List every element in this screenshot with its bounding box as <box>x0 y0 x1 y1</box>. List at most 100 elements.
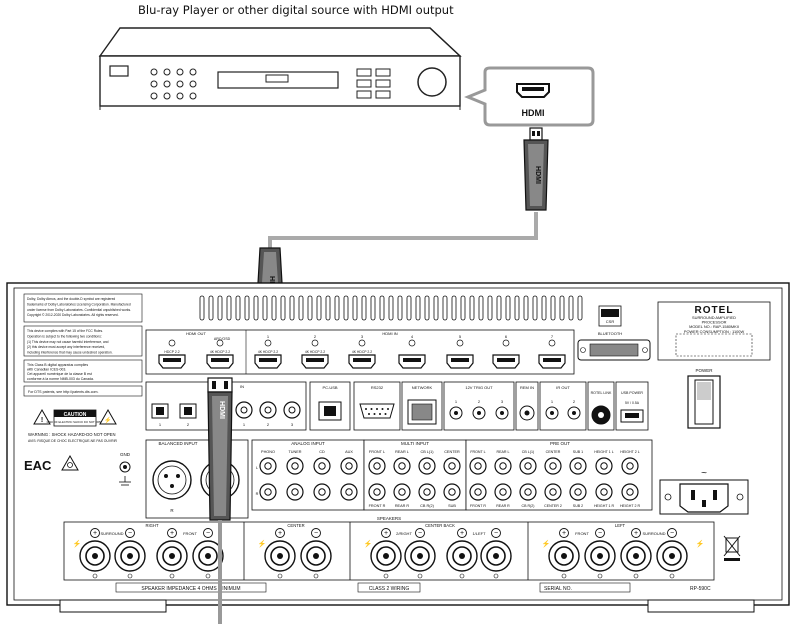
polarity-sign: + <box>384 530 388 537</box>
multi-top-label: CB L(1) <box>420 450 434 454</box>
multi-bottom-label: REAR R <box>395 504 410 508</box>
player-button <box>176 68 184 76</box>
player-button <box>150 92 158 100</box>
analog-column-label: CD <box>319 450 325 454</box>
hdmi-port-screw <box>311 339 319 347</box>
fcc-text-line: Operation is subject to the following tw… <box>27 334 102 338</box>
pc-usb-label: PC-USB <box>322 385 337 390</box>
coax-number: 1 <box>243 422 246 427</box>
speaker-post-hole <box>277 553 283 559</box>
ir-port-pin <box>572 411 576 415</box>
rca-jack-pin <box>264 488 272 496</box>
speaker-post-screw <box>92 573 98 579</box>
hdmi-in-number: 3 <box>361 334 364 339</box>
rs232-pin <box>370 408 373 410</box>
vent-slot <box>289 295 295 321</box>
balanced-input-section: BALANCED INPUT RL <box>145 439 249 519</box>
preout-bottom-label: REAR R <box>496 504 510 508</box>
speaker-sub-label: 2/RIGHT <box>396 531 412 536</box>
hdmi-port-screw <box>264 339 272 347</box>
speaker-post-hole <box>459 553 465 559</box>
rca-jack-pin <box>398 488 406 496</box>
speaker-post-screw <box>205 573 211 579</box>
preout-top-label: HEIGHT 1 L <box>594 450 614 454</box>
multi-top-label: REAR L <box>395 450 409 454</box>
polarity-sign: − <box>206 530 210 537</box>
preout-top-label: CENTER <box>546 450 561 454</box>
rca-jack-pin <box>423 462 431 470</box>
hdcp-label: 4K HDCP 2.2 <box>352 350 372 354</box>
canada-text-line: This Class B digital apparatus complies <box>27 363 88 367</box>
dolby-text-line: Copyright © 2012-2020 Dolby Laboratories… <box>27 313 119 317</box>
speaker-post-screw <box>383 573 389 579</box>
ac-inlet: ~ <box>659 468 749 515</box>
speaker-post-screw <box>669 573 675 579</box>
preout-top-label: REAR L <box>497 450 510 454</box>
vent-slot <box>460 295 466 321</box>
brand-label: ROTEL <box>695 305 734 316</box>
speaker-post-hole <box>127 553 133 559</box>
speaker-post-screw <box>561 573 567 579</box>
vent-slot <box>541 295 547 321</box>
rs232-pin <box>384 413 387 415</box>
speaker-group-label: LEFT <box>615 523 626 528</box>
xlr-port-inner <box>157 465 187 495</box>
hdmi-port-screw <box>548 339 556 347</box>
vent-slot <box>496 295 502 321</box>
hdmi-port-pins <box>543 358 561 362</box>
rca-jack-pin <box>345 462 353 470</box>
speaker-post-hole <box>92 553 98 559</box>
vent-slot <box>424 295 430 321</box>
plus-icon <box>559 528 569 538</box>
vent-slot <box>451 295 457 321</box>
speaker-post-screw <box>459 573 465 579</box>
player-button <box>176 92 184 100</box>
ir-number: 1 <box>551 399 554 404</box>
rca-jack-pin <box>318 462 326 470</box>
rca-jack-pin <box>499 488 507 496</box>
hdmi-port-screw <box>358 339 366 347</box>
xlr-channel-label: R <box>170 508 174 513</box>
vent-slot <box>550 295 556 321</box>
xlr-pin <box>176 474 180 478</box>
rs232-pin <box>376 408 378 410</box>
polarity-sign: − <box>494 530 498 537</box>
vent-slot <box>226 295 232 321</box>
vent-slot <box>361 295 367 321</box>
hdmi-port-screw <box>168 339 176 347</box>
hdmi-in-number: 2 <box>314 334 317 339</box>
speaker-post-screw <box>493 573 499 579</box>
trig-port-pin <box>500 411 504 415</box>
canada-text-line: conforme à la norme NMB-003 du Canada. <box>27 377 94 381</box>
vent-slots <box>199 295 583 321</box>
bluray-player <box>98 27 462 110</box>
plus-icon <box>457 528 467 538</box>
minus-icon <box>491 528 501 538</box>
plus-icon <box>631 528 641 538</box>
hazard-icon: ⚡ <box>364 539 373 548</box>
rca-jack-pin <box>373 488 381 496</box>
trig-port-pin <box>454 411 458 415</box>
speaker-post-screw <box>277 573 283 579</box>
canada-text-line: with Canadian ICES-003. <box>27 368 66 372</box>
ir-label: IR OUT <box>556 385 570 390</box>
player-key <box>375 79 391 88</box>
hdmi-in-number: 5 <box>459 334 462 339</box>
preout-top-label: HEIGHT 2 L <box>620 450 640 454</box>
rca-jack-pin <box>474 488 482 496</box>
player-button <box>163 80 171 88</box>
multi-bottom-label: SUB <box>448 504 456 508</box>
preout-bottom-label: CENTER 2 <box>544 504 562 508</box>
hazard-icon: ⚡ <box>696 539 705 548</box>
polarity-sign: − <box>128 530 132 537</box>
multi-top-label: CENTER <box>444 450 460 454</box>
speaker-post-hole <box>205 553 211 559</box>
plus-icon <box>381 528 391 538</box>
vent-slot <box>217 295 223 321</box>
vent-slot <box>271 295 277 321</box>
hdmi-port-screw <box>456 339 464 347</box>
hdmi-out-label: HDMI OUT <box>186 331 206 336</box>
speaker-post-hole <box>597 553 603 559</box>
